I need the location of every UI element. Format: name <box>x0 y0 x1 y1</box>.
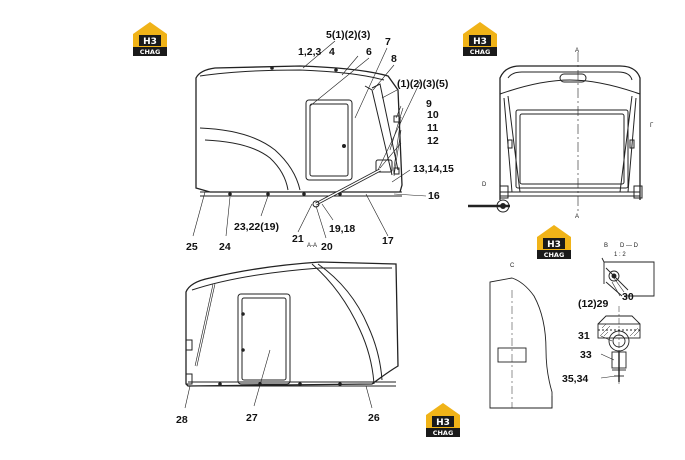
brand-logo-3: H3 CHAG <box>537 225 571 259</box>
detail-b-labels: B D — D 1 : 2 <box>604 243 639 258</box>
view-label: A-A <box>307 243 317 249</box>
callout-label: 33 <box>580 349 592 361</box>
view-label: Г <box>650 123 654 129</box>
callout-label: 4 <box>329 46 335 58</box>
view-label: D — D <box>620 243 639 249</box>
callout-label: 17 <box>382 235 394 247</box>
view-label: B <box>604 243 608 249</box>
callout-label: 30 <box>622 291 634 303</box>
callout-label: (1)(2)(3)(5) <box>397 78 448 90</box>
logo-sub: CHAG <box>544 251 565 259</box>
leader-lines-bottom <box>184 349 373 409</box>
callout-label: 5(1)(2)(3) <box>326 29 370 41</box>
callout-label: 10 <box>427 109 439 121</box>
brand-logo-2: H3 CHAG <box>463 22 497 56</box>
callouts-detail: (12)29 30 31 33 35,34 <box>562 291 634 385</box>
view-label: C <box>510 263 515 269</box>
callout-label: 21 <box>292 233 304 245</box>
callout-label: 28 <box>176 414 188 426</box>
section-c-detail <box>489 277 553 409</box>
callout-label: 19,18 <box>329 223 355 235</box>
scale-label: 1 : 2 <box>614 252 626 258</box>
callouts-top-view: 5(1)(2)(3) 1,2,3 4 6 7 8 (1)(2)(3)(5) 9 … <box>186 29 454 253</box>
callout-label: 1,2,3 <box>298 46 322 58</box>
cab-front-view <box>468 52 643 213</box>
brand-logo-1: H3 CHAG <box>133 22 167 56</box>
callout-label: 6 <box>366 46 372 58</box>
detail-dd-section <box>597 306 641 384</box>
callout-label: 11 <box>427 122 438 134</box>
callout-label: 12 <box>427 135 439 147</box>
callout-label: 9 <box>426 98 432 110</box>
callout-label: 27 <box>246 412 258 424</box>
brand-logo-4: H3 CHAG <box>426 403 460 437</box>
callout-label: 26 <box>368 412 380 424</box>
cab-side-view-bottom <box>185 261 399 387</box>
section-label: A <box>575 48 579 54</box>
callout-label: 8 <box>391 53 397 65</box>
callouts-bottom-view: 28 27 26 <box>176 412 380 426</box>
logo-mark: H3 <box>143 37 157 47</box>
callout-label: 35,34 <box>562 373 588 385</box>
callout-label: 13,14,15 <box>413 163 454 175</box>
leader-lines-detail <box>600 277 625 379</box>
logo-mark: H3 <box>473 37 487 47</box>
logo-sub: CHAG <box>433 429 454 437</box>
detail-b <box>601 257 655 297</box>
logo-mark: H3 <box>547 240 561 250</box>
logo-sub: CHAG <box>470 48 491 56</box>
callout-label: 23,22(19) <box>234 221 279 233</box>
section-label: A <box>575 214 579 220</box>
callout-label: 31 <box>578 330 590 342</box>
view-label: D <box>482 182 487 188</box>
callout-label: 25 <box>186 241 198 253</box>
logo-sub: CHAG <box>140 48 161 56</box>
callout-label: 16 <box>428 190 440 202</box>
cab-side-view-top <box>195 65 403 208</box>
logo-mark: H3 <box>436 418 450 428</box>
front-view-labels: A A D Г <box>482 48 654 220</box>
callout-label: (12)29 <box>578 298 609 310</box>
leader-lines-top <box>192 40 427 239</box>
callout-label: 7 <box>385 36 391 48</box>
callout-label: 24 <box>219 241 231 253</box>
section-hatching <box>599 323 641 337</box>
callout-label: 20 <box>321 241 333 253</box>
